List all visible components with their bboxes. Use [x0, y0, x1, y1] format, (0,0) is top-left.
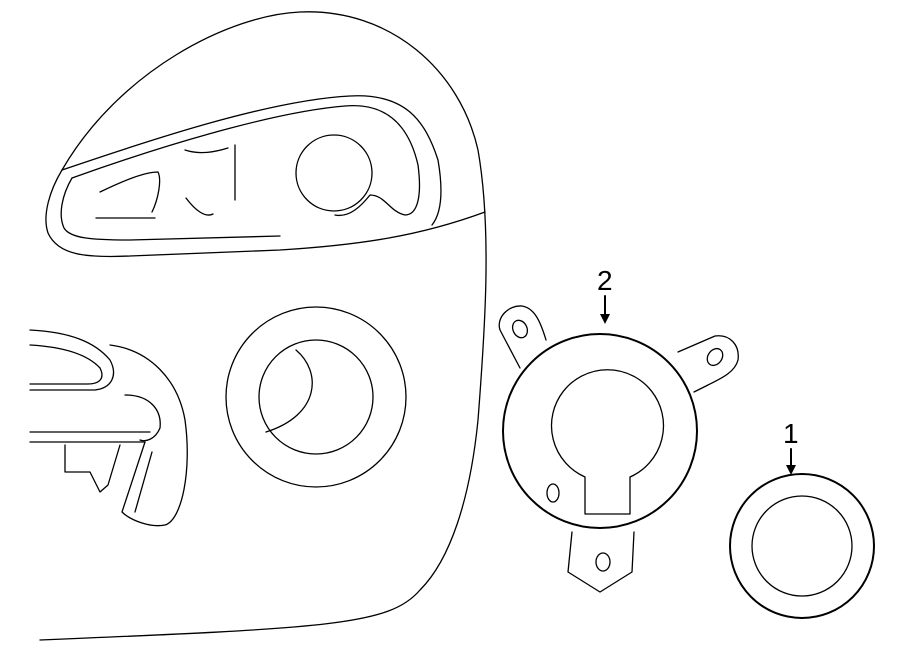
headlamp-inner-frame: [60, 177, 281, 241]
housing-keyhole-opening: [550, 369, 665, 515]
fog-lamp-part-1: [729, 473, 875, 619]
fog-opening-inner: [258, 339, 374, 455]
mounting-hole-right: [706, 347, 724, 367]
fascia-outline: [39, 11, 487, 641]
fog-lamp-housing-part-2: [498, 305, 739, 593]
fog-lamp-lens: [751, 495, 853, 597]
housing-body: [502, 333, 698, 529]
fog-opening-reflector: [265, 349, 313, 433]
fog-lamp-outer-ring: [729, 473, 875, 619]
fascia-fog-lamp-opening: [225, 306, 407, 488]
callout-arrowhead-2: [600, 314, 610, 324]
mounting-tab-bottom: [567, 531, 635, 593]
headlamp: [45, 95, 486, 258]
headlamp-detail-1: [99, 171, 161, 213]
grille-upper: [29, 329, 115, 391]
headlamp-outer: [45, 169, 486, 258]
grille-side-inner: [124, 394, 161, 513]
lower-grille: [29, 329, 188, 527]
headlamp-projector: [295, 134, 373, 212]
mounting-hole-bottom: [595, 552, 611, 572]
mounting-ear-top-left: [498, 305, 547, 369]
mounting-hole-top-left: [511, 319, 529, 339]
headlamp-lens-upper: [61, 95, 442, 226]
housing-small-hole: [546, 483, 560, 503]
grille-side: [109, 344, 188, 527]
mounting-ear-right: [677, 335, 739, 393]
grille-inner-upper: [29, 344, 103, 385]
front-bumper-fascia: [29, 11, 487, 641]
fog-opening-outer: [225, 306, 407, 488]
callout-arrowhead-1: [786, 465, 796, 475]
headlamp-detail-2: [184, 144, 236, 216]
callout-1: 1: [783, 418, 799, 475]
headlamp-lens-inner: [71, 105, 421, 217]
callout-number-2: 2: [597, 265, 613, 296]
callout-number-1: 1: [783, 418, 799, 449]
grille-lower: [29, 431, 151, 443]
callout-2: 2: [597, 265, 613, 324]
grille-bracket: [64, 444, 121, 493]
